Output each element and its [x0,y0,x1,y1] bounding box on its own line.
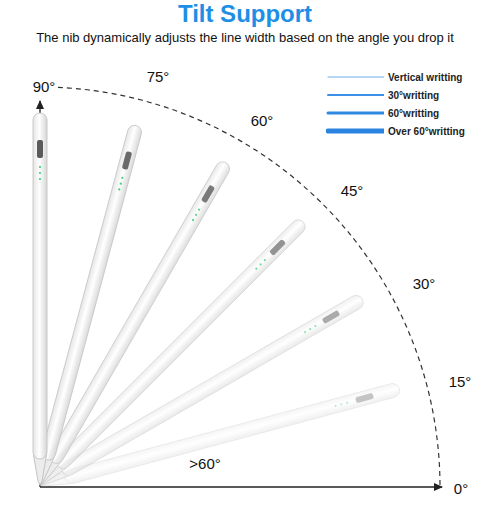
stylus-pen [33,124,143,487]
angle-label: 45° [339,182,366,199]
angle-label: 75° [145,68,172,85]
stylus-pen [34,159,232,488]
legend-text: 60°writting [388,108,439,119]
legend-swatch [326,105,384,121]
legend-swatch [326,87,384,103]
legend-text: 30°writting [388,90,439,101]
legend-row: 60°writting [326,105,439,121]
angle-label: 0° [452,480,470,497]
angle-label: 90° [31,78,58,95]
angle-label: >60° [187,455,222,472]
legend-row: Over 60°writting [326,123,465,139]
title: Tilt Support [178,0,312,28]
legend-row: Vertical writting [326,69,462,85]
angle-label: 15° [447,373,474,390]
legend-row: 30°writting [326,87,439,103]
legend-text: Over 60°writting [388,126,465,137]
legend-text: Vertical writting [388,72,462,83]
x-axis [40,486,442,487]
angle-arc [40,87,440,487]
legend-swatch [326,69,384,85]
legend-swatch [326,123,384,139]
caption: The nib dynamically adjusts the line wid… [36,30,454,45]
angle-label: 30° [411,275,438,292]
angle-label: 60° [249,112,276,129]
stylus-pen [33,113,47,485]
